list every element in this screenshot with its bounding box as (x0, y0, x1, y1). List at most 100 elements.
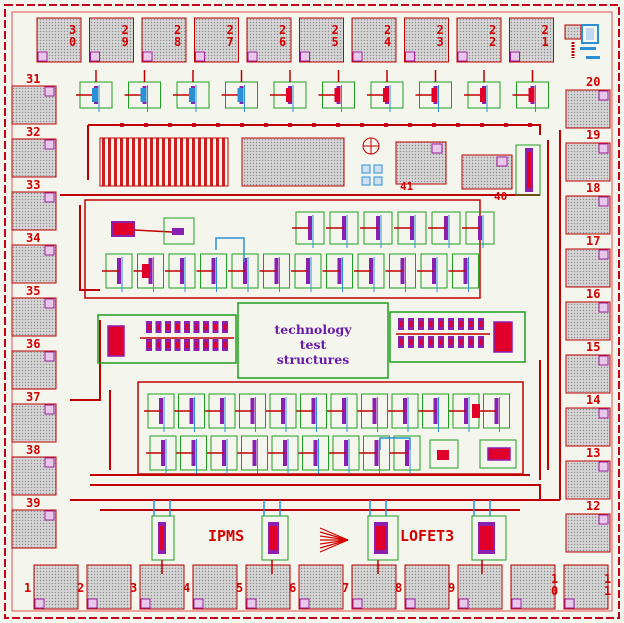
top-device-row (76, 70, 549, 127)
pad-left-39-label: 39 (26, 496, 40, 510)
upper-row2-cell-1 (102, 253, 133, 292)
pad-right-20-label: 20 (586, 75, 600, 89)
alignment-mark (361, 137, 383, 186)
upper-row2-cell-6 (259, 253, 290, 292)
pad-bottom-3-label: 3 (130, 581, 137, 595)
pad-bottom-1: 1 (24, 564, 79, 610)
pad-left-36-label: 36 (26, 337, 40, 351)
pad-right-16-label: 16 (586, 287, 600, 301)
upper-row2-cell-10 (385, 253, 416, 292)
pad-left-33-label: 33 (26, 178, 40, 192)
upper-row2-cell-7 (291, 253, 322, 292)
pad-top-27-label: 7 (227, 35, 234, 49)
pad-right-18-label: 18 (586, 181, 600, 195)
lower-cell-a (429, 439, 459, 469)
top-device-4 (221, 70, 258, 112)
center-text-line-2: test (300, 337, 327, 352)
pad-left-32-label: 32 (26, 125, 40, 139)
logo-ipms: IPMS (208, 527, 244, 545)
pad-bottom-10-label: 1 (551, 572, 558, 586)
upper-contact-trace (215, 237, 245, 262)
pad-left-33: 33 (11, 178, 57, 231)
pad-top-29: 29 (89, 17, 134, 63)
upper-row2-cell-5 (228, 253, 259, 292)
pad-right-14-label: 14 (586, 393, 600, 407)
pad-bottom-9: 9 (448, 564, 503, 610)
lower-row2-cell-5 (268, 435, 299, 474)
lower-row1-cell-9 (388, 393, 419, 432)
lower-cell-b (479, 439, 517, 469)
pad-top-23-label: 2 (437, 23, 444, 37)
mos-left-channel (223, 342, 227, 348)
pad-right-18: 18 (565, 181, 611, 235)
mos-right-channel (449, 339, 453, 345)
mos-right-large (493, 321, 513, 353)
pad-top-22: 22 (456, 17, 502, 63)
upper-implant (142, 264, 150, 278)
pad-bottom-10-label: 0 (551, 584, 558, 598)
pad-right-17-label: 17 (586, 234, 600, 248)
mos-right-channel (459, 339, 463, 345)
mos-right-channel (439, 339, 443, 345)
lofet-device-3 (367, 500, 399, 574)
lower-implant-b (487, 447, 511, 461)
lower-row1-cell-7 (327, 393, 358, 432)
pad-top-27-label: 2 (227, 23, 234, 37)
label-40: 40 (494, 190, 507, 203)
pad-bottom-7: 7 (342, 564, 397, 610)
mos-left-frame (97, 314, 237, 364)
lower-row2-cell-7 (329, 435, 360, 474)
mos-left-channel (185, 324, 189, 330)
mos-left-channel (195, 324, 198, 330)
pad-top-21-label: 2 (542, 23, 549, 37)
mos-right-channel (439, 321, 443, 327)
mos-right-channel (469, 321, 473, 327)
pad-top-26-label: 2 (279, 23, 286, 37)
pad-top-27: 27 (194, 17, 239, 63)
center-text-line-1: technology (275, 322, 353, 337)
center-text-line-3: structures (277, 352, 350, 367)
pad-bottom-6: 6 (289, 564, 344, 610)
pad-left-34: 34 (11, 231, 57, 284)
mos-right-channel (399, 339, 403, 345)
pad-bottom-8: 8 (395, 564, 450, 610)
mos-right-channel (469, 339, 473, 345)
pad-right-19-label: 19 (586, 128, 600, 142)
pad-bottom-4: 4 (183, 564, 238, 610)
top-device-5 (270, 70, 307, 112)
mos-right-channel (449, 321, 453, 327)
upper-row2-cell-12 (448, 253, 479, 292)
lower-row2-cell-9 (390, 435, 421, 474)
pad-top-25-label: 2 (332, 23, 339, 37)
pad-top-25: 25 (299, 17, 344, 63)
upper-row1-cell-4 (394, 211, 427, 248)
pad-top-30-label: 3 (69, 23, 76, 37)
upper-row2-cell-8 (322, 253, 353, 292)
pad-left-34-label: 34 (26, 231, 40, 245)
pad-left-31: 31 (11, 72, 57, 125)
upper-cell-head (163, 217, 195, 245)
mos-right-channel (479, 339, 483, 345)
lower-row2-cell-2 (176, 435, 207, 474)
mos-left-channel (157, 324, 160, 330)
pad-left-36: 36 (11, 337, 57, 390)
bottom-device-row (151, 500, 507, 574)
pad-left-31-label: 31 (26, 72, 40, 86)
pad-top-30-label: 0 (69, 35, 76, 49)
pad-left-37-label: 37 (26, 390, 40, 404)
pad-left-35-label: 35 (26, 284, 40, 298)
pad-top-28-label: 2 (174, 23, 181, 37)
pad-bottom-2-label: 2 (77, 581, 84, 595)
top-device-6 (318, 70, 355, 112)
pad-bottom-5-label: 5 (236, 581, 243, 595)
lower-implant (472, 404, 480, 418)
pad-top-25-label: 5 (332, 35, 339, 49)
upper-row2-cell-11 (417, 253, 448, 292)
mos-left-channel (166, 324, 170, 330)
mos-left-channel (204, 342, 208, 348)
pad-left-37: 37 (11, 390, 57, 443)
